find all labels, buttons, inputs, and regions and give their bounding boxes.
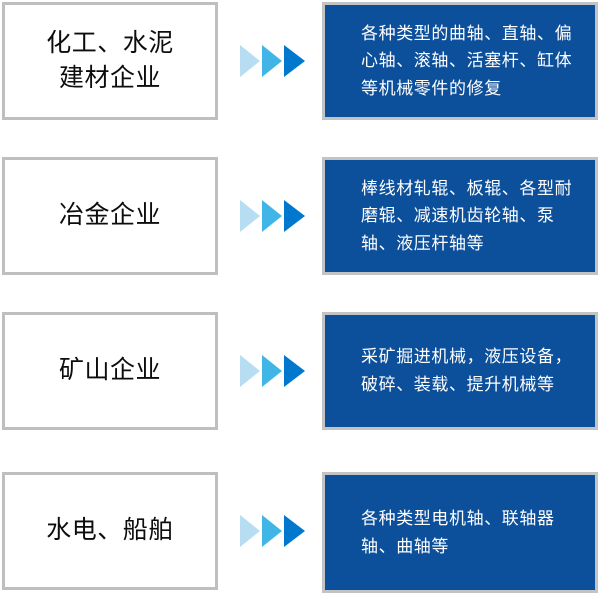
- detail-box-mining[interactable]: 采矿掘进机械，液压设备，破碎、装载、提升机械等: [322, 312, 598, 430]
- triangle-arrow-icon: [240, 200, 260, 232]
- arrow-cluster: [240, 44, 312, 78]
- arrow-cluster: [240, 199, 312, 233]
- arrow-cluster: [240, 354, 312, 388]
- category-label: 化工、水泥 建材企业: [46, 28, 174, 93]
- triangle-arrow-icon: [240, 515, 260, 547]
- detail-inner: 棒线材轧辊、板辊、各型耐磨辊、减速机齿轮轴、泵轴、液压杆轴等: [325, 175, 595, 258]
- detail-label: 各种类型的曲轴、直轴、偏心轴、滚轴、活塞杆、缸体等机械零件的修复: [361, 23, 573, 98]
- category-label: 冶金企业: [58, 201, 161, 230]
- detail-label: 各种类型电机轴、联轴器轴、曲轴等: [361, 508, 555, 556]
- detail-label: 采矿掘进机械，液压设备，破碎、装载、提升机械等: [361, 347, 573, 394]
- detail-box-chemical-cement[interactable]: 各种类型的曲轴、直轴、偏心轴、滚轴、活塞杆、缸体等机械零件的修复: [322, 2, 598, 120]
- category-box-hydropower-shipping[interactable]: 水电、船舶: [2, 472, 218, 590]
- category-label: 矿山企业: [58, 356, 161, 385]
- triangle-arrow-icon: [240, 355, 260, 387]
- triangle-arrow-icon: [284, 45, 305, 77]
- detail-box-metallurgy[interactable]: 棒线材轧辊、板辊、各型耐磨辊、减速机齿轮轴、泵轴、液压杆轴等: [322, 157, 598, 275]
- triangle-arrow-icon: [240, 45, 260, 77]
- category-box-chemical-cement[interactable]: 化工、水泥 建材企业: [2, 2, 218, 120]
- category-label: 水电、船舶: [46, 516, 174, 545]
- triangle-arrow-icon: [262, 355, 282, 387]
- detail-label: 棒线材轧辊、板辊、各型耐磨辊、减速机齿轮轴、泵轴、液压杆轴等: [361, 178, 573, 253]
- detail-inner: 采矿掘进机械，液压设备，破碎、装载、提升机械等: [325, 343, 595, 398]
- category-box-metallurgy[interactable]: 冶金企业: [2, 157, 218, 275]
- triangle-arrow-icon: [262, 515, 282, 547]
- detail-inner: 各种类型电机轴、联轴器轴、曲轴等: [325, 505, 595, 560]
- triangle-arrow-icon: [284, 355, 305, 387]
- category-box-mining[interactable]: 矿山企业: [2, 312, 218, 430]
- triangle-arrow-icon: [284, 200, 305, 232]
- triangle-arrow-icon: [284, 515, 305, 547]
- triangle-arrow-icon: [262, 45, 282, 77]
- triangle-arrow-icon: [262, 200, 282, 232]
- detail-inner: 各种类型的曲轴、直轴、偏心轴、滚轴、活塞杆、缸体等机械零件的修复: [325, 20, 595, 103]
- detail-box-hydropower-shipping[interactable]: 各种类型电机轴、联轴器轴、曲轴等: [322, 472, 598, 593]
- arrow-cluster: [240, 514, 312, 548]
